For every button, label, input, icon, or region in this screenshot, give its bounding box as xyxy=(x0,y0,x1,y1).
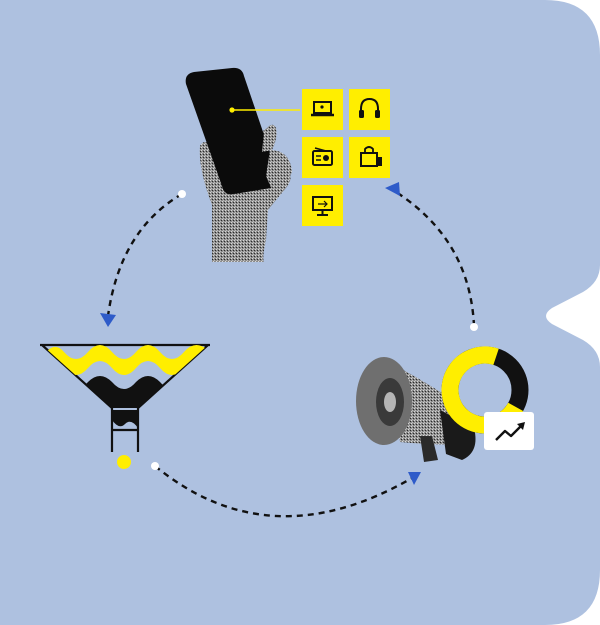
megaphone-handle xyxy=(420,436,438,462)
connector-phone-to-funnel xyxy=(106,192,183,317)
app-tile xyxy=(302,89,343,130)
trend-card xyxy=(484,412,534,450)
shopping-bag-icon xyxy=(360,146,382,167)
megaphone-back xyxy=(440,410,476,460)
app-tile-bg xyxy=(302,185,343,226)
megaphone-icon xyxy=(356,357,476,462)
thumb xyxy=(262,124,277,152)
donut-filled-arc xyxy=(441,346,529,434)
connector-funnel-to-megaphone xyxy=(154,465,413,518)
app-tile xyxy=(302,185,343,226)
hand-holding-phone-icon xyxy=(185,67,300,262)
connector-start-dot xyxy=(178,190,186,198)
headphones-icon xyxy=(359,97,380,118)
arrowhead-right-icon xyxy=(408,472,421,485)
connector-start-dot xyxy=(470,323,478,331)
radio-icon xyxy=(312,147,333,166)
funnel-neck-wave xyxy=(112,410,138,428)
connector-megaphone-to-phone xyxy=(395,190,476,327)
laptop-icon xyxy=(311,101,334,117)
app-tile-bg xyxy=(302,137,343,178)
app-tile xyxy=(302,137,343,178)
app-tile xyxy=(349,137,390,178)
arrowhead-down-icon xyxy=(100,313,116,327)
trend-up-icon xyxy=(495,424,523,441)
app-tile xyxy=(349,89,390,130)
phone xyxy=(185,67,279,195)
megaphone-driver xyxy=(384,392,396,412)
arrowhead-up-icon xyxy=(385,182,400,196)
connector-start-dot xyxy=(151,462,159,470)
monitor-icon xyxy=(312,196,333,216)
app-tile-bg xyxy=(302,89,343,130)
funnel-wave-yellow xyxy=(42,345,208,375)
app-tile-bg xyxy=(349,89,390,130)
funnel-output-dot xyxy=(117,455,131,469)
fingers xyxy=(266,150,292,190)
app-tiles-grid xyxy=(302,89,390,226)
pointer-dot xyxy=(229,107,235,113)
trend-arrowhead xyxy=(517,422,525,430)
app-tile-bg xyxy=(349,137,390,178)
trend-card-bg xyxy=(484,412,534,450)
